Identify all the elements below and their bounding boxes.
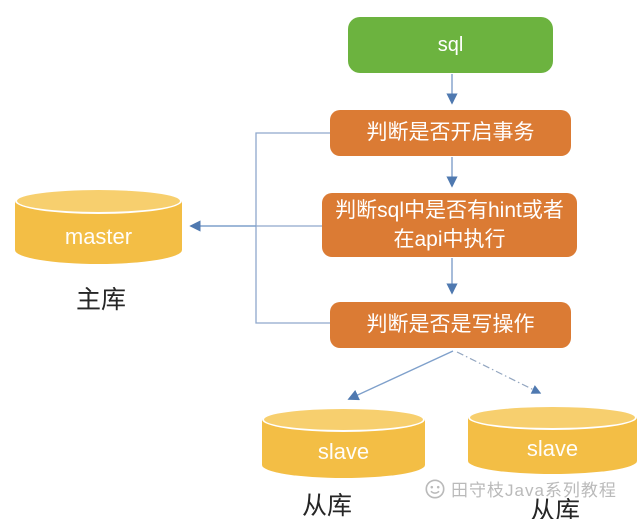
node-check-write: 判断是否是写操作 bbox=[330, 302, 571, 348]
bus-line-decisions bbox=[255, 132, 330, 324]
database-slave-right: slave bbox=[468, 405, 637, 474]
database-slave-right-label: slave bbox=[526, 435, 579, 461]
cylinder-top-ellipse bbox=[468, 405, 637, 430]
caption-slave-left: 从库 bbox=[301, 492, 352, 519]
caption-slave-right: 从库 bbox=[529, 497, 580, 519]
node-check-transaction: 判断是否开启事务 bbox=[330, 110, 571, 156]
database-slave-left-label: slave bbox=[317, 438, 370, 464]
cylinder-top-ellipse bbox=[262, 407, 425, 432]
watermark: 田守枝Java系列教程 bbox=[424, 476, 617, 501]
cylinder-top-ellipse bbox=[15, 188, 182, 214]
node-check-write-label: 判断是否是写操作 bbox=[366, 313, 535, 336]
arrow-write-to-slave-right-dashed bbox=[456, 351, 542, 394]
node-check-transaction-label: 判断是否开启事务 bbox=[366, 121, 535, 144]
watermark-smiley-icon bbox=[425, 478, 445, 499]
node-sql: sql bbox=[348, 17, 553, 73]
watermark-text: 田守枝Java系列教程 bbox=[451, 481, 617, 500]
database-slave-left: slave bbox=[262, 407, 425, 478]
arrow-write-to-slave-left bbox=[347, 350, 454, 401]
node-check-hint: 判断sql中是否有hint或者在api中执行 bbox=[322, 193, 577, 257]
caption-master: 主库 bbox=[75, 286, 126, 314]
database-slave-left-body: slave bbox=[262, 419, 425, 478]
database-master-body: master bbox=[15, 201, 182, 264]
database-master: master bbox=[15, 188, 182, 264]
database-master-label: master bbox=[64, 223, 133, 249]
node-check-hint-label: 判断sql中是否有hint或者在api中执行 bbox=[335, 199, 564, 251]
node-sql-label: sql bbox=[437, 34, 464, 56]
